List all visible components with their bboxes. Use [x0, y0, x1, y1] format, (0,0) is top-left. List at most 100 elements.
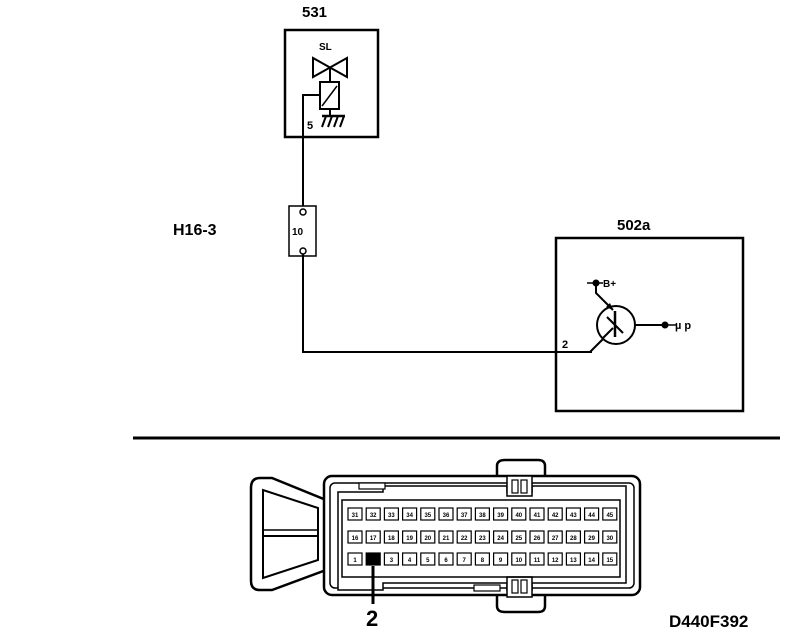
pin-number-label: 44: [588, 513, 595, 519]
pin-cavity: [511, 530, 527, 544]
pin-number-label: 4: [408, 558, 412, 564]
figure-code: D440F392: [669, 612, 748, 631]
pin-number-label: 1: [353, 558, 357, 564]
connector-pin-label: 10: [292, 227, 304, 238]
pin-number-label: 5: [426, 558, 430, 564]
pin-number-label: 28: [570, 536, 577, 542]
pin-number-label: 29: [588, 536, 595, 542]
pin-cavity: [602, 530, 618, 544]
pin-cavity: [474, 530, 490, 544]
pin-cavity: [493, 530, 509, 544]
pin-cavity: [565, 507, 582, 521]
pin-cavity: [383, 530, 399, 544]
pin-number-label: 10: [515, 558, 522, 564]
pin-number-label: 32: [370, 513, 377, 519]
pin-cavity-highlighted: [365, 552, 381, 566]
pin-number-label: 20: [424, 536, 431, 542]
pin-cavity: [347, 507, 363, 521]
pin-cavity: [602, 507, 618, 521]
pin-number-label: 7: [463, 558, 467, 564]
supply-node: [592, 279, 600, 287]
pin-cavity: [347, 530, 363, 544]
pin-number-label: 30: [606, 536, 613, 542]
pin-number-label: 36: [443, 513, 450, 519]
pin-cavity: [420, 552, 436, 566]
pin-cavity: [456, 530, 472, 544]
pin-number-label: 18: [388, 536, 395, 542]
pin-cavity: [402, 530, 418, 544]
pin-cavity: [529, 507, 545, 521]
pin-cavity: [547, 507, 563, 521]
ecu-pin-label: 2: [562, 339, 568, 351]
pin-number-label: 16: [352, 536, 359, 542]
solenoid-box: [283, 28, 380, 139]
pin-cavity: [583, 507, 600, 521]
pin-cavity: [383, 552, 399, 566]
solenoid-pin-label: 5: [307, 120, 313, 132]
pin-cavity: [383, 507, 399, 521]
ground-icon: [321, 114, 345, 128]
pin-number-label: 43: [570, 513, 577, 519]
wire-segment: [302, 254, 592, 353]
pin-number-label: 13: [570, 558, 577, 564]
valve-icon: [312, 56, 348, 82]
ecu-processor-label: µ p: [675, 320, 691, 332]
solenoid-id-label: 531: [302, 4, 327, 21]
pin-number-label: 31: [352, 513, 359, 519]
pin-number-label: 21: [443, 536, 450, 542]
ecu-box: [554, 236, 745, 413]
pin-number-label: 12: [552, 558, 559, 564]
pin-cavity: [365, 507, 381, 521]
pin-cavity: [529, 552, 545, 566]
pin-number-label: 22: [461, 536, 468, 542]
pin-number-label: 9: [499, 558, 503, 564]
pin-cavity: [583, 552, 600, 566]
pin-cavity: [529, 530, 545, 544]
pin-cavity: [474, 552, 490, 566]
pin-number-label: 25: [515, 536, 522, 542]
pin-cavity: [402, 507, 418, 521]
connector-id-label: H16-3: [173, 222, 217, 239]
pin-cavity: [347, 552, 363, 566]
pin-cavity: [565, 552, 582, 566]
pin-number-label: 33: [388, 513, 395, 519]
callout-label: 2: [366, 606, 378, 631]
pin-cavity: [456, 507, 472, 521]
pin-number-label: 11: [534, 558, 541, 564]
pin-cavity: [511, 507, 527, 521]
pin-number-label: 27: [552, 536, 559, 542]
pin-number-label: 17: [370, 536, 377, 542]
connector-pin-dot: [299, 247, 307, 255]
pin-number-label: 6: [444, 558, 448, 564]
pin-cavity: [420, 530, 436, 544]
pin-cavity: [511, 552, 527, 566]
pin-number-label: 19: [406, 536, 413, 542]
pin-cavity: [365, 530, 381, 544]
pin-cavity: [402, 552, 418, 566]
transistor-icon: [596, 299, 636, 345]
pin-number-label: 23: [479, 536, 486, 542]
pin-number-label: 34: [406, 513, 413, 519]
ecu-id-label: 502a: [617, 217, 651, 234]
pin-number-label: 24: [497, 536, 504, 542]
pin-number-label: 15: [606, 558, 613, 564]
pin-cavity: [456, 552, 472, 566]
pin-cavity: [438, 530, 454, 544]
pin-cavity: [438, 552, 454, 566]
pin-cavity: [565, 530, 582, 544]
pin-number-label: 26: [534, 536, 541, 542]
pin-cavity: [474, 507, 490, 521]
pin-number-label: 14: [588, 558, 595, 564]
pin-number-label: 35: [424, 513, 431, 519]
pin-number-label: 41: [534, 513, 541, 519]
pin-number-label: 42: [552, 513, 559, 519]
pin-cavity: [583, 530, 600, 544]
pin-number-label: 8: [481, 558, 485, 564]
pin-cavity: [493, 507, 509, 521]
pin-number-label: 3: [390, 558, 394, 564]
pin-number-label: 39: [497, 513, 504, 519]
pin-number-label: 38: [479, 513, 486, 519]
pin-cavity: [547, 552, 563, 566]
